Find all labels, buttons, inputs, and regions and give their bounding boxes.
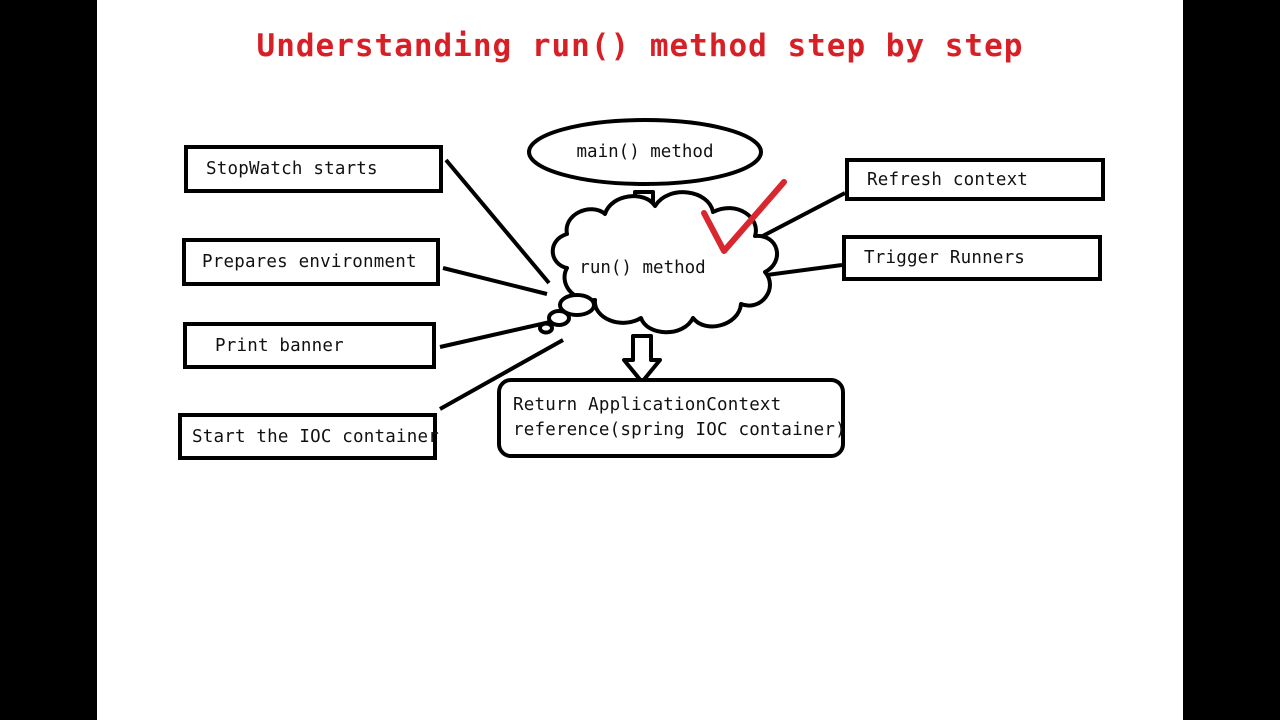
- connector-prepares: [442, 266, 548, 296]
- main-method-ellipse: [527, 118, 763, 186]
- main-method-label: main() method: [576, 142, 714, 162]
- output-line-2: reference(spring IOC container): [513, 420, 846, 440]
- connector-ioc-container: [439, 338, 564, 411]
- page-title: Understanding run() method step by step: [256, 28, 1024, 64]
- step-label: Trigger Runners: [864, 248, 1026, 268]
- connector-stopwatch: [444, 158, 551, 285]
- step-box-refresh-context[interactable]: Refresh context: [845, 158, 1105, 201]
- diagram-vector-layer: [439, 118, 846, 411]
- connector-print-banner: [439, 318, 560, 349]
- step-label: Prepares environment: [202, 252, 417, 272]
- step-box-trigger-runners[interactable]: Trigger Runners: [842, 235, 1102, 281]
- step-box-prepares-environment[interactable]: Prepares environment: [182, 238, 440, 286]
- output-line-1: Return ApplicationContext: [513, 395, 782, 416]
- letterbox-right: [1183, 0, 1280, 720]
- letterbox-left: [0, 0, 97, 720]
- slide-content-area: Understanding run() method step by step: [97, 0, 1183, 720]
- step-label: Print banner: [215, 335, 344, 356]
- block-arrow-run-to-return: [622, 334, 662, 384]
- run-method-cloud: [538, 190, 779, 335]
- step-box-print-banner[interactable]: Print banner: [183, 322, 436, 369]
- step-label: Refresh context: [867, 169, 1029, 190]
- step-label: Start the IOC container: [192, 426, 439, 447]
- step-box-stopwatch-starts[interactable]: StopWatch starts: [184, 145, 443, 193]
- step-label: StopWatch starts: [206, 159, 378, 179]
- run-method-label: run() method: [579, 258, 706, 278]
- output-box-return-application-context[interactable]: Return ApplicationContext reference(spri…: [497, 378, 846, 458]
- check-mark-icon: [701, 179, 787, 254]
- step-box-start-ioc-container[interactable]: Start the IOC container: [178, 413, 439, 460]
